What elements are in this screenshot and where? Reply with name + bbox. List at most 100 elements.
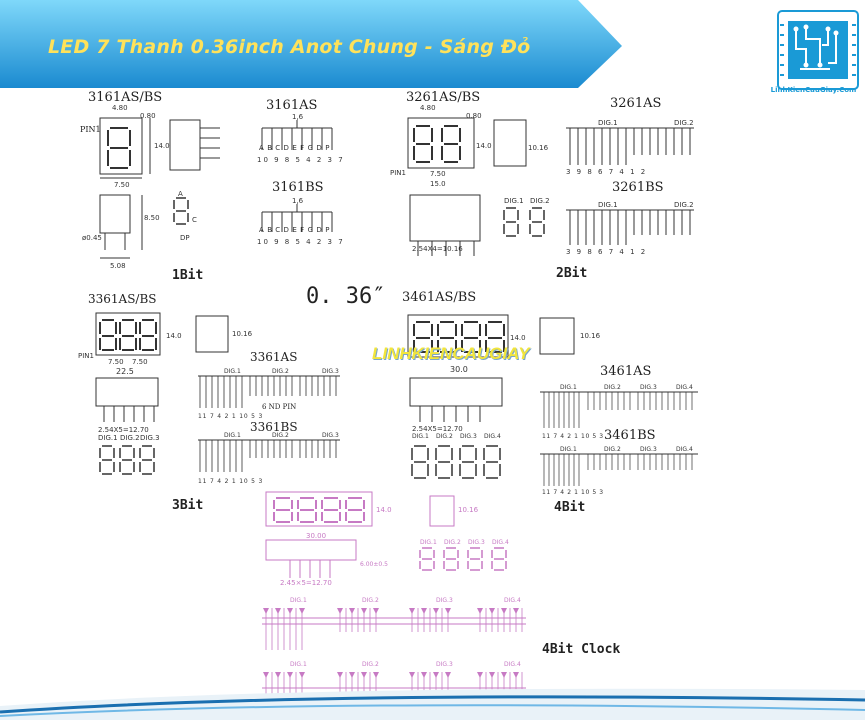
svg-text:DIG.1: DIG.1 <box>560 384 577 391</box>
svg-text:DIG.1: DIG.1 <box>290 597 307 604</box>
svg-text:DIG.2: DIG.2 <box>120 434 140 442</box>
svg-text:ABCDEFGDP: ABCDEFGDP <box>259 144 333 152</box>
svg-text:10 9 8 5 4 2 3 7: 10 9 8 5 4 2 3 7 <box>257 238 345 246</box>
variant-3461as: 3461AS <box>600 364 652 379</box>
svg-text:DIG.2: DIG.2 <box>674 119 694 127</box>
svg-text:DIG.1: DIG.1 <box>224 368 241 375</box>
svg-text:7.50: 7.50 <box>132 358 148 366</box>
svg-text:30.00: 30.00 <box>306 532 326 540</box>
svg-text:DIG.1: DIG.1 <box>290 661 307 668</box>
svg-text:10.16: 10.16 <box>580 332 601 340</box>
svg-text:ABCDEFGDP: ABCDEFGDP <box>259 226 333 234</box>
svg-text:3 9 8 6 7 4 1 2: 3 9 8 6 7 4 1 2 <box>566 248 647 256</box>
model-3161: 3161AS/BS <box>88 90 163 105</box>
svg-text:4.80: 4.80 <box>112 104 128 112</box>
svg-text:7.50: 7.50 <box>108 358 124 366</box>
svg-text:DIG.4: DIG.4 <box>676 446 693 453</box>
variant-3261as: 3261AS <box>610 96 662 111</box>
svg-text:1,6: 1,6 <box>292 113 304 121</box>
page-title: LED 7 Thanh 0.36inch Anot Chung - Sáng Đ… <box>48 36 531 58</box>
svg-text:14.0: 14.0 <box>510 334 526 342</box>
svg-text:DIG.2: DIG.2 <box>436 433 453 440</box>
svg-text:14.0: 14.0 <box>154 142 170 150</box>
svg-text:10.16: 10.16 <box>528 144 549 152</box>
svg-text:2.45×5=12.70: 2.45×5=12.70 <box>280 579 332 587</box>
pin1-label: PIN1 <box>80 125 101 134</box>
svg-text:11 7 4 2 1 10 5 3: 11 7 4 2 1 10 5 3 <box>198 413 263 420</box>
model-3261: 3261AS/BS <box>406 90 481 105</box>
svg-text:3 9 8 6 7 4 1 2: 3 9 8 6 7 4 1 2 <box>566 168 647 176</box>
svg-text:DIG.3: DIG.3 <box>140 434 160 442</box>
svg-text:11 7 4 2 1 10 5 3: 11 7 4 2 1 10 5 3 <box>198 478 263 485</box>
caption-3bit: 3Bit <box>172 498 204 513</box>
svg-text:DIG.2: DIG.2 <box>272 368 289 375</box>
svg-text:7.50: 7.50 <box>114 181 130 189</box>
size-label: 0. 36″ <box>306 284 386 309</box>
svg-text:22.5: 22.5 <box>116 367 134 376</box>
variant-3161as: 3161AS <box>266 98 318 113</box>
svg-text:C: C <box>192 216 197 224</box>
svg-text:6.00±0.5: 6.00±0.5 <box>360 561 388 568</box>
svg-text:10.16: 10.16 <box>458 506 479 514</box>
svg-text:DIG.1: DIG.1 <box>504 197 524 205</box>
svg-text:15.0: 15.0 <box>430 180 446 188</box>
svg-text:DIG.2: DIG.2 <box>604 384 621 391</box>
svg-text:DIG.1: DIG.1 <box>560 446 577 453</box>
caption-4bit: 4Bit <box>554 500 586 515</box>
nd-pin-label: 6 ND PIN <box>262 403 297 411</box>
svg-text:DIG.2: DIG.2 <box>674 201 694 209</box>
svg-text:14.0: 14.0 <box>476 142 492 150</box>
svg-text:DIG.4: DIG.4 <box>676 384 693 391</box>
svg-text:DIG.4: DIG.4 <box>492 539 509 546</box>
svg-text:DIG.2: DIG.2 <box>530 197 550 205</box>
svg-text:DIG.1: DIG.1 <box>598 119 618 127</box>
svg-text:2.54X5=12.70: 2.54X5=12.70 <box>412 425 463 433</box>
svg-text:A: A <box>178 190 183 198</box>
svg-text:4.80: 4.80 <box>420 104 436 112</box>
svg-text:DP: DP <box>180 234 190 242</box>
svg-text:14.0: 14.0 <box>376 506 392 514</box>
caption-4bit-clock: 4Bit Clock <box>542 642 621 657</box>
svg-text:DIG.1: DIG.1 <box>224 432 241 439</box>
svg-text:7.50: 7.50 <box>430 170 446 178</box>
svg-text:ø0.45: ø0.45 <box>82 234 102 242</box>
watermark-text: LINHKIENCAUGIAY <box>372 344 530 363</box>
svg-text:PIN1: PIN1 <box>390 169 406 177</box>
svg-text:DIG.3: DIG.3 <box>460 433 477 440</box>
svg-text:PIN1: PIN1 <box>78 352 94 360</box>
svg-text:DIG.4: DIG.4 <box>504 661 521 668</box>
model-3361: 3361AS/BS <box>88 292 157 306</box>
svg-text:DIG.3: DIG.3 <box>468 539 485 546</box>
svg-text:10 9 8 5 4 2 3 7: 10 9 8 5 4 2 3 7 <box>257 156 345 164</box>
svg-text:8.50: 8.50 <box>144 214 160 222</box>
svg-text:DIG.4: DIG.4 <box>484 433 501 440</box>
svg-text:DIG.2: DIG.2 <box>604 446 621 453</box>
header-banner <box>0 0 622 88</box>
svg-text:DIG.3: DIG.3 <box>322 368 339 375</box>
svg-text:DIG.1: DIG.1 <box>420 539 437 546</box>
variant-3261bs: 3261BS <box>612 180 664 195</box>
svg-text:DIG.3: DIG.3 <box>436 597 453 604</box>
variant-3161bs: 3161BS <box>272 180 324 195</box>
svg-text:DIG.2: DIG.2 <box>272 432 289 439</box>
svg-text:2.54X5=12.70: 2.54X5=12.70 <box>98 426 149 434</box>
svg-text:1,6: 1,6 <box>292 197 304 205</box>
model-3461: 3461AS/BS <box>402 290 477 305</box>
svg-text:DIG.3: DIG.3 <box>436 661 453 668</box>
svg-text:0.80: 0.80 <box>140 112 156 120</box>
svg-text:DIG.3: DIG.3 <box>322 432 339 439</box>
variant-3361bs: 3361BS <box>250 420 298 434</box>
caption-1bit: 1Bit <box>172 268 204 283</box>
variant-3361as: 3361AS <box>250 350 298 364</box>
svg-text:DIG.1: DIG.1 <box>98 434 118 442</box>
caption-2bit: 2Bit <box>556 266 588 281</box>
svg-text:DIG.2: DIG.2 <box>362 661 379 668</box>
svg-text:0.80: 0.80 <box>466 112 482 120</box>
svg-text:DIG.3: DIG.3 <box>640 446 657 453</box>
circuit-logo-icon <box>777 10 859 90</box>
svg-text:DIG.3: DIG.3 <box>640 384 657 391</box>
svg-text:DIG.2: DIG.2 <box>444 539 461 546</box>
svg-text:DIG.1: DIG.1 <box>412 433 429 440</box>
svg-text:10.16: 10.16 <box>232 330 253 338</box>
